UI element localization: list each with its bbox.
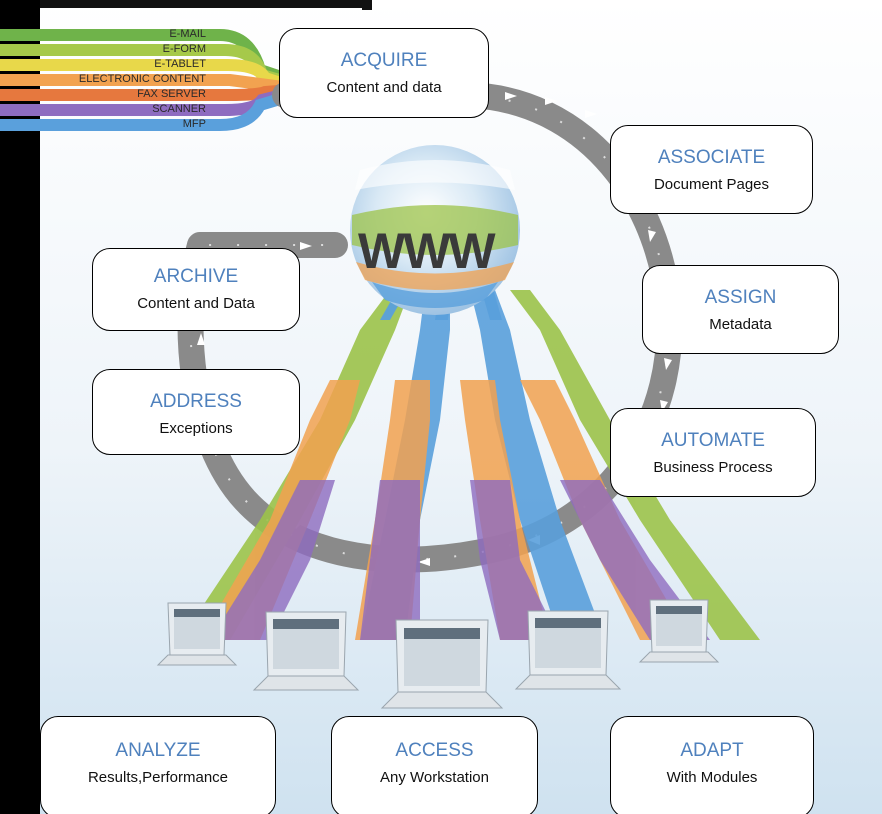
step-title: ARCHIVE bbox=[153, 266, 239, 287]
step-acquire: ACQUIRE Content and data bbox=[279, 28, 489, 118]
step-title: ACCESS bbox=[395, 740, 474, 761]
data-streams bbox=[180, 285, 760, 640]
source-label-electronic-content: ELECTRONIC CONTENT bbox=[78, 73, 206, 85]
source-label-mfp: MFP bbox=[182, 118, 206, 130]
globe-www-text: WWW bbox=[358, 223, 496, 279]
step-analyze: ANALYZE Results,Performance bbox=[40, 716, 276, 814]
step-address: ADDRESS Exceptions bbox=[92, 369, 300, 455]
www-globe bbox=[350, 145, 520, 315]
step-title: AUTOMATE bbox=[661, 430, 765, 451]
step-subtitle: Any Workstation bbox=[380, 769, 489, 786]
step-subtitle: Business Process bbox=[653, 459, 773, 476]
source-label-etablet: E-TABLET bbox=[154, 58, 206, 70]
step-subtitle: Content and Data bbox=[137, 295, 255, 312]
step-title: ANALYZE bbox=[115, 740, 201, 761]
step-title: ASSOCIATE bbox=[657, 147, 766, 168]
step-subtitle: Content and data bbox=[326, 79, 442, 96]
step-subtitle: With Modules bbox=[666, 769, 758, 786]
step-subtitle: Document Pages bbox=[653, 176, 770, 193]
source-label-email: E-MAIL bbox=[169, 28, 206, 40]
step-subtitle: Results,Performance bbox=[87, 769, 229, 786]
step-access: ACCESS Any Workstation bbox=[331, 716, 538, 814]
laptops bbox=[156, 599, 720, 709]
step-automate: AUTOMATE Business Process bbox=[610, 408, 816, 497]
left-black-band bbox=[0, 0, 40, 814]
step-title: ACQUIRE bbox=[340, 50, 428, 71]
top-black-band bbox=[0, 0, 372, 8]
step-title: ASSIGN bbox=[704, 287, 777, 308]
step-adapt: ADAPT With Modules bbox=[610, 716, 814, 814]
step-associate: ASSOCIATE Document Pages bbox=[610, 125, 813, 214]
step-subtitle: Exceptions bbox=[159, 420, 233, 437]
step-archive: ARCHIVE Content and Data bbox=[92, 248, 300, 331]
step-title: ADAPT bbox=[680, 740, 744, 761]
source-streams bbox=[0, 29, 292, 131]
step-subtitle: Metadata bbox=[709, 316, 772, 333]
step-assign: ASSIGN Metadata bbox=[642, 265, 839, 354]
source-label-scanner: SCANNER bbox=[152, 103, 206, 115]
source-label-fax-server: FAX SERVER bbox=[137, 88, 206, 100]
step-title: ADDRESS bbox=[150, 391, 242, 412]
source-label-eform: E-FORM bbox=[162, 43, 206, 55]
